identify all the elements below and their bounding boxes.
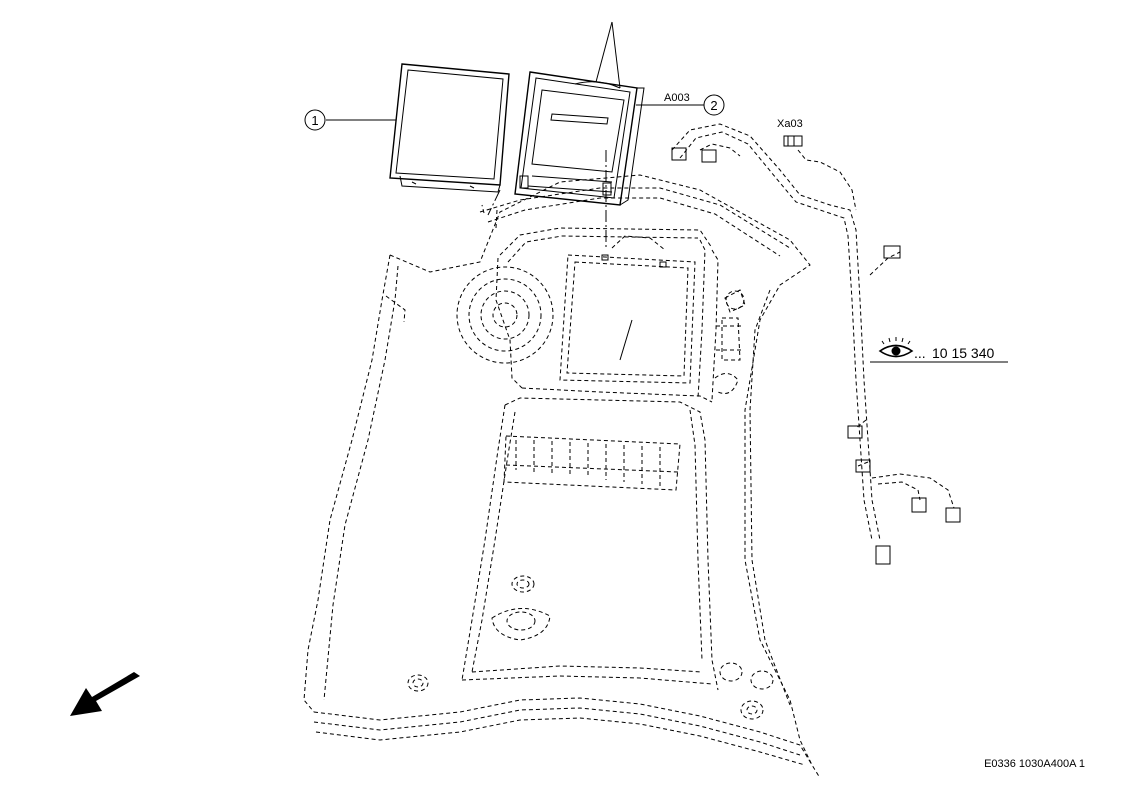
arrow-down-left-icon [70, 672, 140, 716]
right-switch-cluster [714, 289, 746, 394]
reference-prefix: ... [914, 345, 926, 361]
mounting-centerlines [487, 150, 607, 250]
callout-1-number: 1 [311, 113, 318, 128]
callout-1: 1 [304, 109, 326, 131]
label-a003: A003 [664, 92, 690, 104]
switch-slot-row [503, 435, 681, 491]
lower-knobs [407, 575, 774, 720]
drawing-code: E0336 1030A400A 1 [984, 758, 1085, 770]
wiring-harness [671, 123, 961, 565]
leader-lines [326, 21, 1008, 363]
cab-panel-outline [303, 174, 821, 779]
label-xa03: Xa03 [777, 118, 803, 130]
eye-icon [878, 337, 914, 358]
reference-number: 10 15 340 [932, 345, 994, 361]
display-unit [514, 71, 645, 206]
round-recess [456, 266, 554, 364]
console-frame [461, 227, 719, 691]
display-aperture [559, 235, 696, 384]
cover-panel [389, 63, 510, 193]
callout-2-number: 2 [710, 98, 717, 113]
callout-2: 2 [703, 94, 725, 116]
